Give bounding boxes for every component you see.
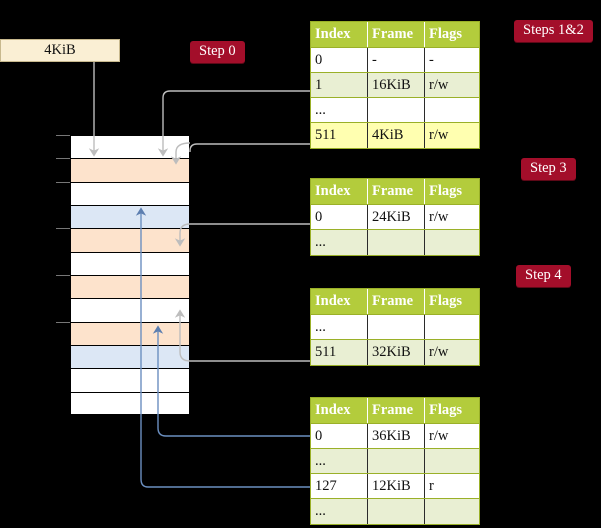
cell-frm <box>368 315 425 339</box>
memory-frame-row <box>71 229 189 253</box>
cell-frm: 36KiB <box>368 424 425 448</box>
column-header-frame: Frame <box>368 179 425 204</box>
memory-row-tick <box>56 158 70 160</box>
memory-frame-row <box>71 183 189 206</box>
column-header-index: Index <box>311 289 368 314</box>
connector-t2-24kib-to-memory <box>174 223 311 247</box>
memory-frame-row <box>71 276 189 300</box>
memory-frame-row <box>71 253 189 276</box>
badge-steps-1-2: Steps 1&2 <box>514 20 593 42</box>
cell-idx: 1 <box>311 73 368 97</box>
memory-frame-row <box>71 393 189 416</box>
cell-frm: 16KiB <box>368 73 425 97</box>
column-header-frame: Frame <box>368 398 425 423</box>
cell-frm <box>368 499 425 524</box>
table-row[interactable]: ... <box>311 230 479 255</box>
cell-idx: ... <box>311 98 368 122</box>
cell-idx: 0 <box>311 424 368 448</box>
memory-row-tick <box>56 228 70 230</box>
physical-memory-column <box>70 135 190 415</box>
cell-flg: r/w <box>429 77 449 93</box>
cell-frm <box>368 98 425 122</box>
memory-frame-row <box>71 322 189 346</box>
cell-idx: ... <box>311 499 368 524</box>
badge-step-0: Step 0 <box>190 41 245 63</box>
table-row[interactable]: ... <box>311 499 479 524</box>
cell-idx: 0 <box>311 205 368 229</box>
table-row[interactable]: ... <box>311 315 479 340</box>
memory-frame-row <box>71 299 189 323</box>
memory-row-tick <box>56 275 70 276</box>
cell-idx: 511 <box>311 123 368 148</box>
column-header-flags: Flags <box>429 402 463 418</box>
cell-frm: 4KiB <box>368 123 425 148</box>
cell-frm <box>368 449 425 473</box>
cell-idx: 511 <box>311 340 368 365</box>
cell-idx: 127 <box>311 474 368 498</box>
column-header-flags: Flags <box>429 26 463 42</box>
memory-frame-row <box>71 159 189 183</box>
cell-flg <box>425 449 479 473</box>
cell-idx: ... <box>311 315 368 339</box>
cell-frm: 12KiB <box>368 474 425 498</box>
table-row[interactable]: 0-- <box>311 48 479 73</box>
cell-flg: - <box>429 52 434 68</box>
column-header-frame: Frame <box>368 22 425 47</box>
memory-row-tick <box>56 135 70 136</box>
cell-idx: ... <box>311 230 368 255</box>
cell-frm: 24KiB <box>368 205 425 229</box>
cell-flg: r/w <box>425 123 479 148</box>
cell-frm: - <box>368 48 425 72</box>
cell-flg: r/w <box>429 344 449 360</box>
memory-frame-row <box>71 206 189 230</box>
connector-t1-4kib-line <box>189 143 311 152</box>
cell-flg: r/w <box>429 209 449 225</box>
memory-row-tick <box>56 181 70 183</box>
cell-flg <box>425 499 479 524</box>
column-header-flags: Flags <box>429 293 463 309</box>
cell-idx: 0 <box>311 48 368 72</box>
connector-t3-32kib-to-memory <box>174 309 311 362</box>
cell-flg <box>425 230 479 255</box>
cell-flg: r <box>429 478 434 494</box>
memory-frame-row <box>71 346 189 370</box>
cell-flg <box>425 315 479 339</box>
cell-flg: r/w <box>429 428 449 444</box>
memory-frame-row <box>71 136 189 160</box>
column-header-index: Index <box>311 22 368 47</box>
column-header-index: Index <box>311 179 368 204</box>
badge-step-3: Step 3 <box>521 158 576 180</box>
memory-row-tick <box>56 321 70 323</box>
column-header-flags: Flags <box>429 183 463 199</box>
frame-box-4kib: 4KiB <box>0 39 120 62</box>
column-header-index: Index <box>311 398 368 423</box>
badge-step-4: Step 4 <box>516 265 571 287</box>
cell-flg <box>425 98 479 122</box>
column-header-frame: Frame <box>368 289 425 314</box>
cell-frm: 32KiB <box>368 340 425 365</box>
memory-frame-row <box>71 369 189 393</box>
table-row[interactable]: ... <box>311 98 479 123</box>
cell-frm <box>368 230 425 255</box>
table-row[interactable]: ... <box>311 449 479 474</box>
cell-idx: ... <box>311 449 368 473</box>
